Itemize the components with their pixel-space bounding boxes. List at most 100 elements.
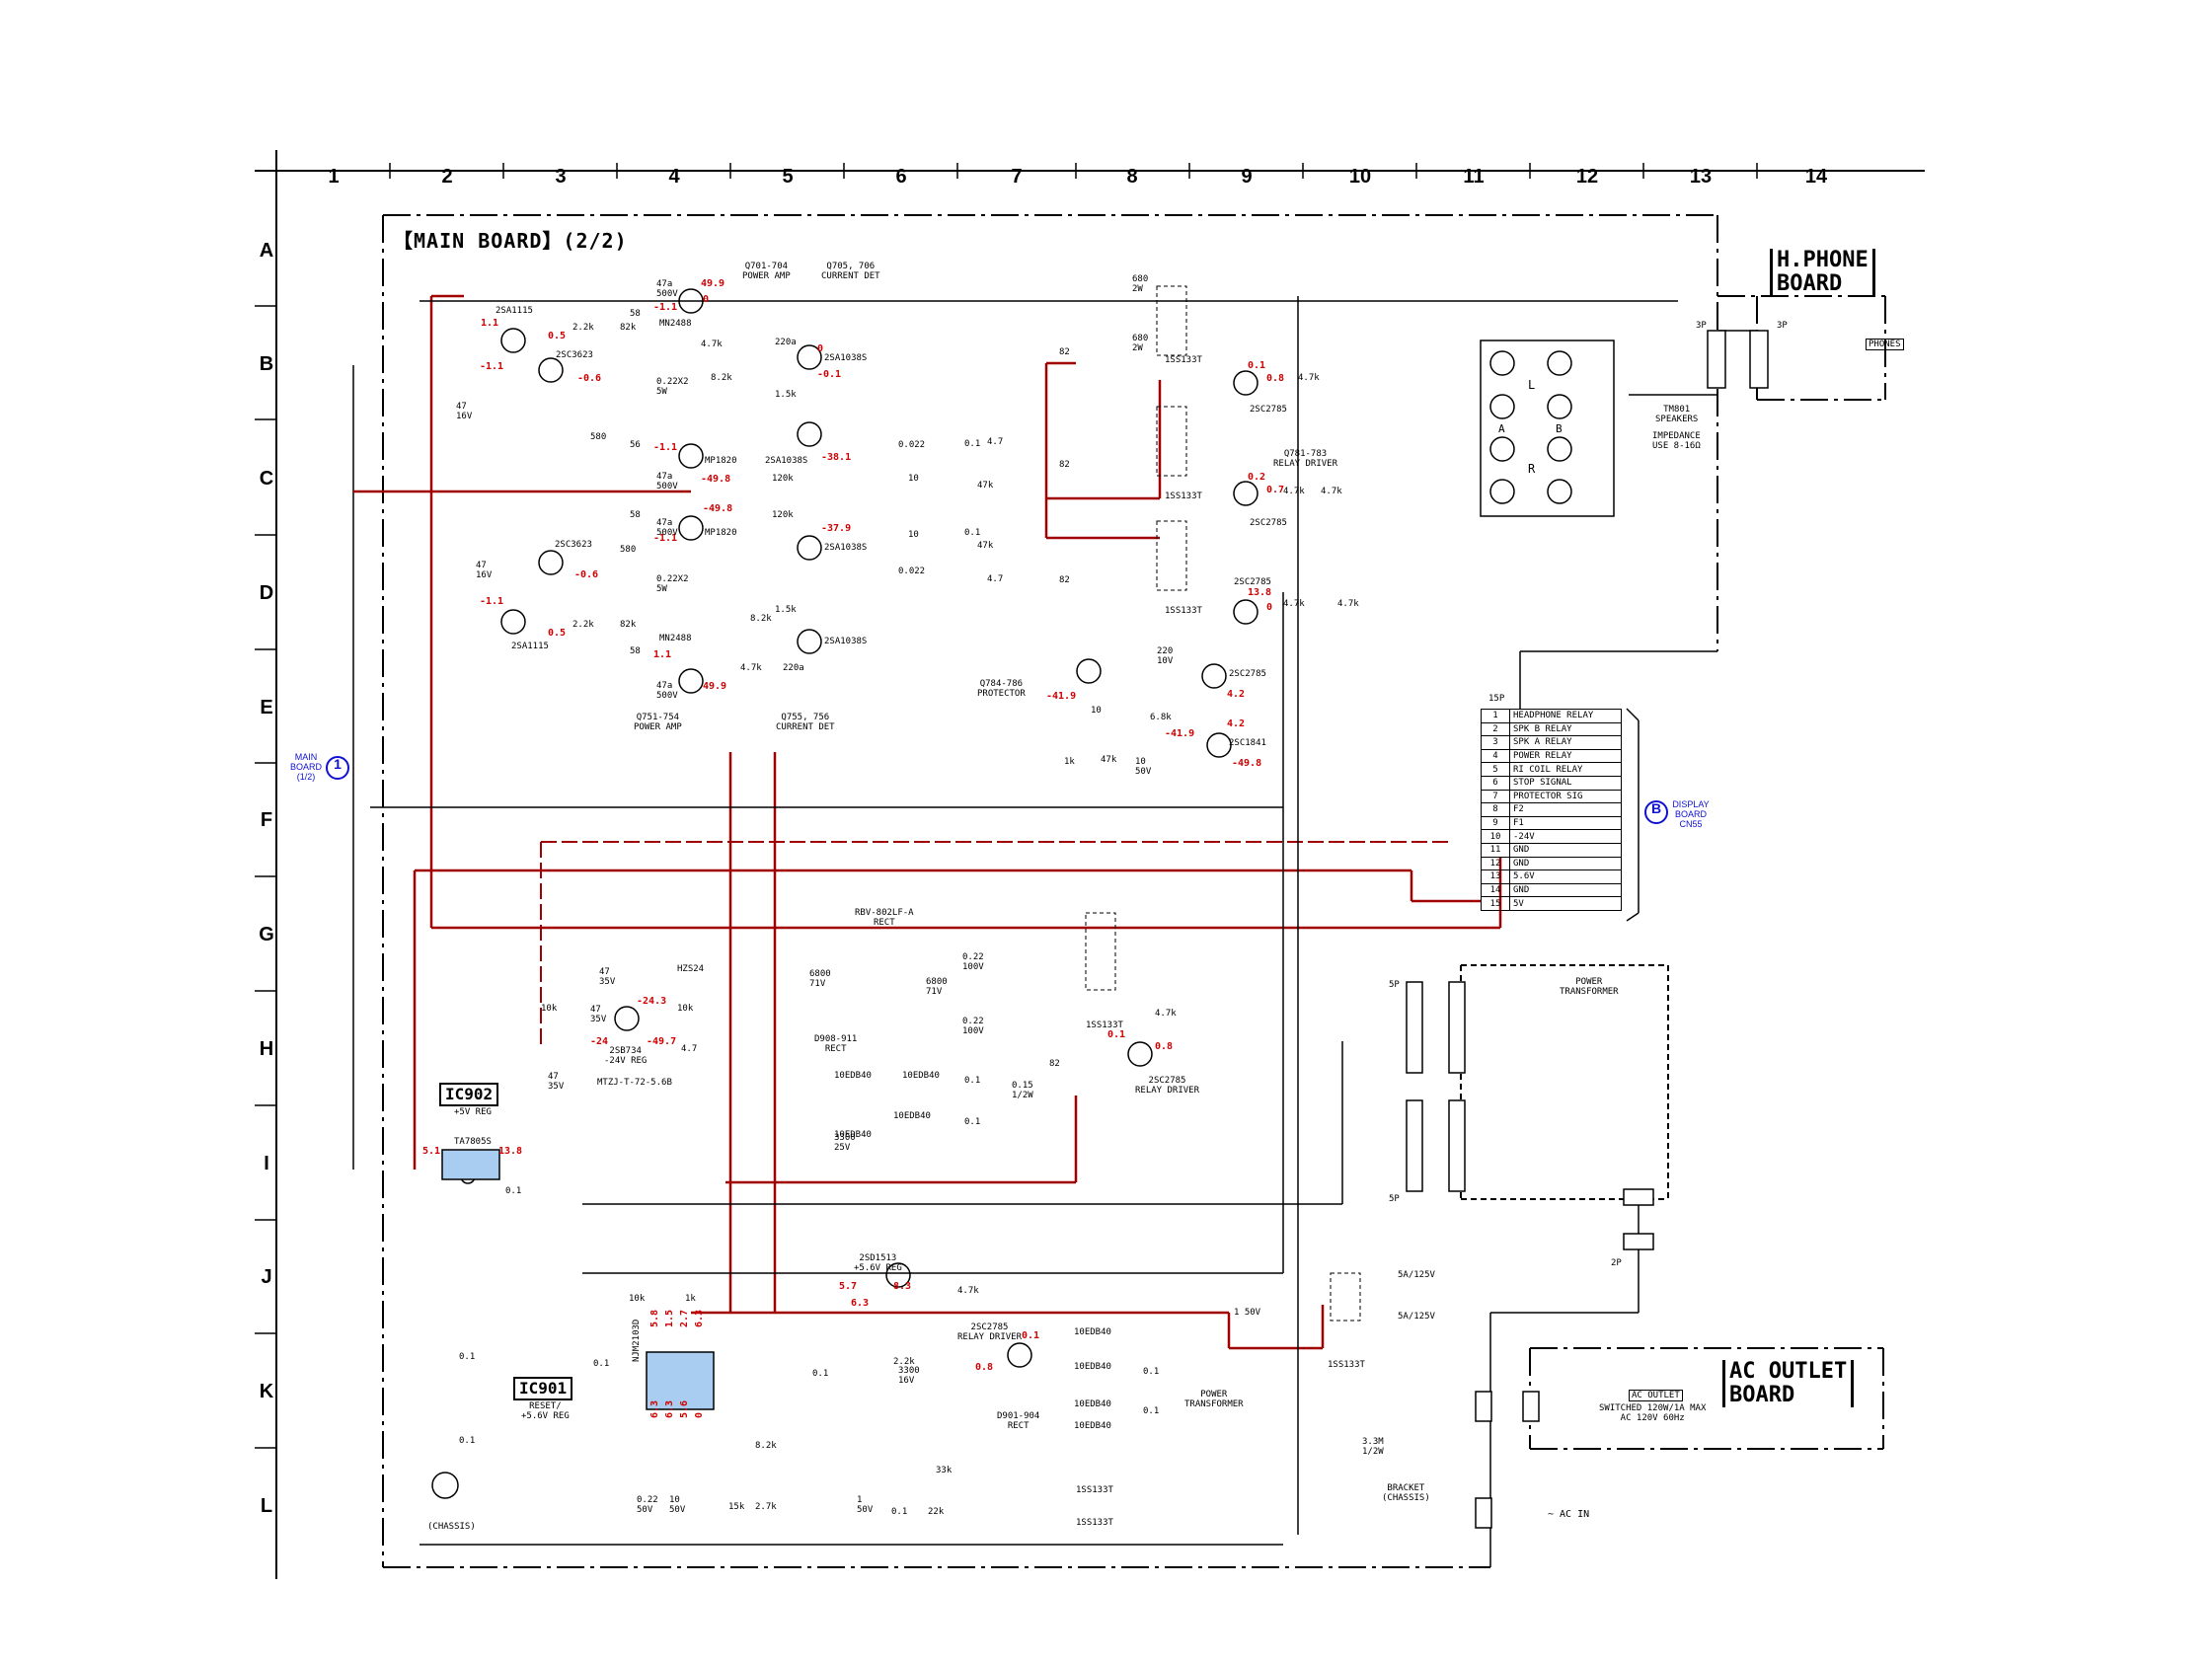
- c-220a-1: 220a: [775, 338, 797, 347]
- ic902-part: TA7805S: [454, 1137, 492, 1147]
- display-board-ref-letter: B: [1650, 800, 1662, 816]
- c-47-35-3: 47 35V: [548, 1072, 565, 1092]
- t-2sa1038-2: 2SA1038S: [765, 456, 808, 466]
- d-1ss133t-1: 1SS133T: [1165, 355, 1202, 365]
- display-pin-name: HEADPHONE RELAY: [1509, 709, 1622, 723]
- t-2sc1841: 2SC1841: [1229, 738, 1266, 748]
- ic902-label: IC902: [439, 1083, 499, 1106]
- v-rd-b: 0.1: [1107, 1029, 1126, 1040]
- v-reg56-b: 6.3: [851, 1298, 870, 1309]
- display-pin-num: 11: [1481, 842, 1510, 858]
- t-2sc2785-4: 2SC2785: [1229, 669, 1266, 679]
- sb734-label: 2SB734 -24V REG: [604, 1046, 648, 1066]
- c-47-500-4: 47a 500V: [656, 681, 678, 701]
- d-10edb40-7: 10EDB40: [834, 1130, 872, 1140]
- d-10edb40-4: 10EDB40: [1074, 1421, 1111, 1431]
- main-board-ref-label: MAIN BOARD (1/2): [289, 752, 322, 782]
- r-4-7k-5: 4.7k: [1337, 599, 1359, 609]
- row-G: G: [259, 924, 274, 945]
- r-4-7k-1: 4.7k: [1298, 373, 1320, 383]
- ic901-pin-voltage: 5.6: [679, 1399, 690, 1418]
- c-220a-2: 220a: [783, 663, 804, 673]
- d-10edb40-3: 10EDB40: [1074, 1399, 1111, 1409]
- speaker-terminals: [1489, 350, 1572, 504]
- v-reg5-in: 5.1: [422, 1146, 441, 1157]
- v-q781-e: 0.8: [1266, 373, 1285, 384]
- row-J: J: [261, 1266, 272, 1288]
- c-01-4: 0.1: [593, 1359, 610, 1369]
- r-82k-1: 82k: [620, 323, 637, 333]
- v-q701: 49.9: [701, 278, 725, 289]
- display-pin-num: 5: [1481, 762, 1510, 777]
- v-e-11: 1.1: [653, 649, 672, 660]
- ic901-pin-voltage: 2.7: [679, 1309, 690, 1327]
- ic901-pin-voltage: 0: [694, 1411, 705, 1418]
- hphone-connector-board: [1749, 330, 1769, 389]
- v-q701b: 0: [703, 294, 710, 305]
- r-4-7k-6: 4.7k: [1155, 1009, 1177, 1019]
- r-2-7k: 2.7k: [755, 1502, 777, 1512]
- v-q783-e: 13.8: [1248, 587, 1272, 598]
- display-pin-name: GND: [1509, 856, 1622, 871]
- col-14: 14: [1804, 166, 1828, 188]
- display-pin-row: 10-24V: [1481, 829, 1622, 844]
- ic902-desc: +5V REG: [454, 1107, 492, 1117]
- d-1ss133t-3: 1SS133T: [1165, 606, 1202, 616]
- ac-outlet-board-title: AC OUTLET BOARD: [1722, 1359, 1855, 1407]
- t-2sa1038-1: 2SA1038S: [824, 353, 868, 363]
- power-transformer-label: POWER TRANSFORMER: [1560, 977, 1619, 997]
- c-01-9: 0.1: [1143, 1367, 1160, 1377]
- v-q786-b: -41.9: [1165, 728, 1195, 739]
- conn-15p: 15P: [1488, 694, 1505, 704]
- relay-driver-k-label: 2SC2785 RELAY DRIVER: [957, 1323, 1023, 1342]
- q751-label: Q751-754 POWER AMP: [634, 713, 682, 732]
- c-015: 0.15 1/2W: [1012, 1081, 1033, 1100]
- v-2sc3623-b: -1.1: [480, 361, 504, 372]
- c-3300-16: 3300 16V: [898, 1366, 920, 1386]
- r-3-3m: 3.3M 1/2W: [1362, 1437, 1384, 1457]
- bracket-label: BRACKET (CHASSIS): [1382, 1483, 1430, 1503]
- v-q705-e: -0.1: [817, 369, 842, 380]
- v-q783-b: 0: [1266, 602, 1273, 613]
- display-pin-name: POWER RELAY: [1509, 748, 1622, 764]
- display-board-ref-circle: [1644, 800, 1668, 824]
- c-220-10: 220 10V: [1157, 646, 1174, 666]
- v-q786: -49.8: [1232, 758, 1262, 769]
- v-2sa1115-b: 1.1: [481, 318, 499, 329]
- ac-title-line1: AC OUTLET: [1729, 1359, 1848, 1384]
- r-58-2: 58: [630, 510, 641, 520]
- v-reg56-a: 5.7: [839, 1281, 858, 1292]
- col-2: 2: [441, 166, 453, 188]
- v-c-38: -38.1: [821, 452, 852, 463]
- c-01-12: 0.1: [964, 528, 981, 538]
- col-4: 4: [668, 166, 680, 188]
- speakers-label: TM801 SPEAKERS: [1655, 405, 1699, 424]
- v-e-05: 0.5: [548, 628, 567, 639]
- r-82-1: 82: [1059, 347, 1070, 357]
- main-board-title: 【MAIN BOARD】(2/2): [393, 229, 628, 253]
- conn-5p-a-label: 5P: [1389, 980, 1400, 990]
- c-01-8: 0.1: [964, 1117, 981, 1127]
- hphone-title-line1: H.PHONE: [1777, 248, 1869, 272]
- r-4-7k-8: 4.7k: [740, 663, 762, 673]
- chassis-ground: [431, 1472, 459, 1499]
- v-q705-b: 0: [817, 343, 824, 354]
- r-4-7k-4: 4.7k: [1283, 599, 1305, 609]
- t-2sc2785-1: 2SC2785: [1250, 405, 1287, 415]
- col-11: 11: [1463, 166, 1485, 188]
- row-H: H: [259, 1038, 274, 1060]
- t-2sa1115-1: 2SA1115: [496, 306, 533, 316]
- v-e-499: 49.9: [703, 681, 727, 692]
- display-pin-name: F1: [1509, 815, 1622, 831]
- display-pin-num: 6: [1481, 775, 1510, 791]
- c-47-16-2: 47 16V: [476, 561, 493, 580]
- t-mn2488-1: MN2488: [659, 319, 692, 329]
- c-10-50-a: 10 50V: [1135, 757, 1152, 777]
- ic901-pin-voltage: 5.8: [649, 1309, 660, 1327]
- c-01-11: 0.1: [964, 439, 981, 449]
